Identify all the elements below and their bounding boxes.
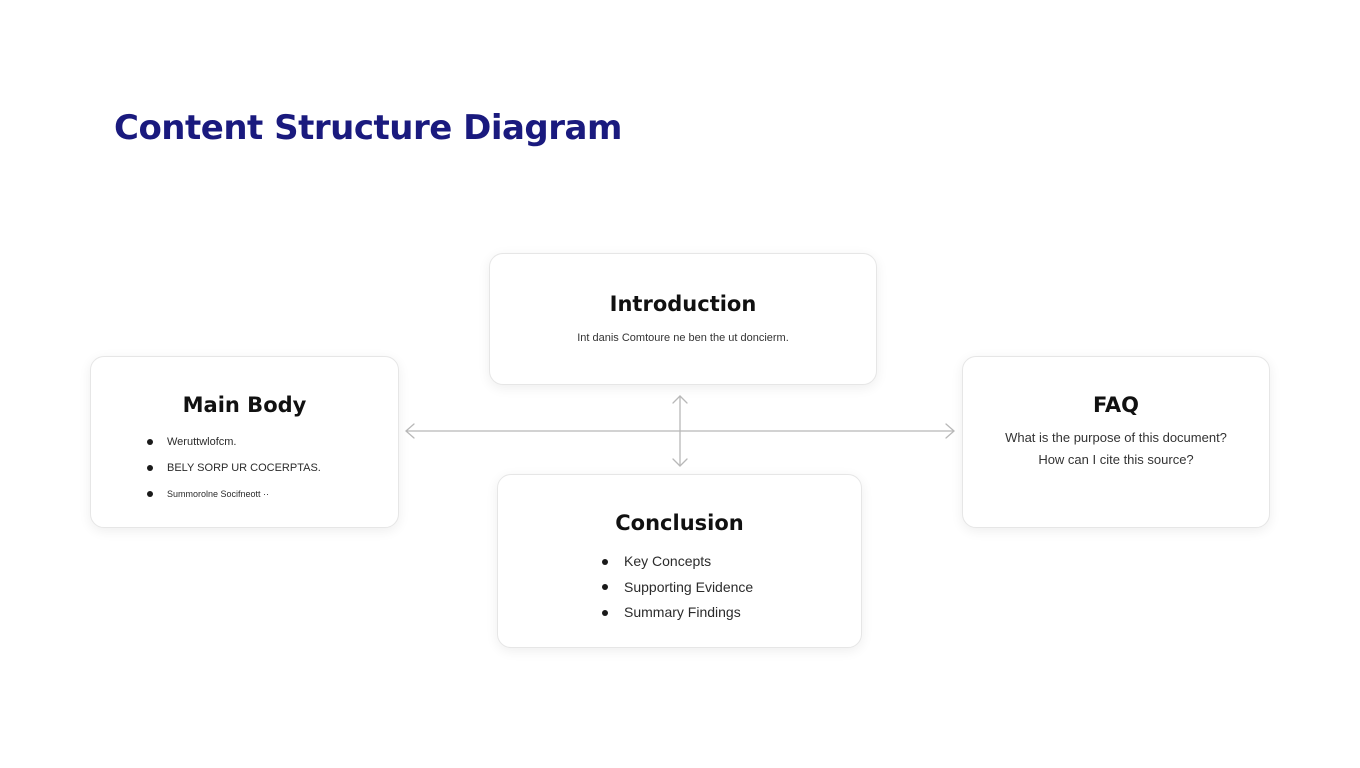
faq-heading: FAQ	[1092, 393, 1140, 417]
faq-question: How can I cite this source?	[1038, 452, 1194, 467]
left-arrowhead	[405, 423, 415, 439]
main-body-item: Weruttwlofcm.	[147, 429, 398, 455]
faq-question: What is the purpose of this document?	[1005, 430, 1227, 445]
conclusion-item: Key Concepts	[602, 549, 861, 575]
bullet-icon	[602, 584, 608, 591]
bullet-icon	[602, 609, 608, 616]
conclusion-card: Conclusion Key Concepts Supporting Evide…	[497, 474, 862, 648]
bullet-icon	[147, 465, 153, 471]
main-body-item: BELY SORP UR COCERPTAS.	[147, 455, 398, 481]
introduction-card: Introduction Int danis Comtoure ne ben t…	[489, 253, 877, 385]
conclusion-item: Summary Findings	[602, 600, 861, 626]
conclusion-heading: Conclusion	[615, 511, 744, 535]
conclusion-item: Supporting Evidence	[602, 575, 861, 601]
down-arrowhead	[672, 458, 688, 467]
main-body-card: Main Body Weruttwlofcm. BELY SORP UR COC…	[90, 356, 399, 528]
conclusion-item-text: Key Concepts	[624, 553, 712, 569]
main-body-item-text: Weruttwlofcm.	[167, 436, 237, 448]
page-title: Content Structure Diagram	[114, 108, 622, 148]
main-body-heading: Main Body	[182, 393, 307, 417]
faq-card: FAQ What is the purpose of this document…	[962, 356, 1270, 528]
main-body-item-text: BELY SORP UR COCERPTAS.	[167, 462, 321, 474]
conclusion-item-text: Summary Findings	[624, 604, 741, 620]
conclusion-item-text: Supporting Evidence	[624, 578, 754, 595]
bullet-icon	[602, 558, 608, 565]
right-arrowhead	[945, 423, 955, 439]
up-arrowhead	[672, 395, 688, 404]
introduction-text: Int danis Comtoure ne ben the ut doncier…	[577, 332, 789, 344]
main-body-list: Weruttwlofcm. BELY SORP UR COCERPTAS. Su…	[147, 429, 398, 507]
bullet-icon	[147, 491, 153, 497]
bullet-icon	[147, 439, 153, 445]
conclusion-list: Key Concepts Supporting Evidence Summary…	[602, 549, 861, 626]
introduction-heading: Introduction	[609, 292, 757, 316]
main-body-item: Summorolne Socifneott ··	[147, 481, 398, 507]
faq-question-list: What is the purpose of this document? Ho…	[963, 427, 1269, 471]
main-body-item-text: Summorolne Socifneott ··	[167, 489, 270, 499]
